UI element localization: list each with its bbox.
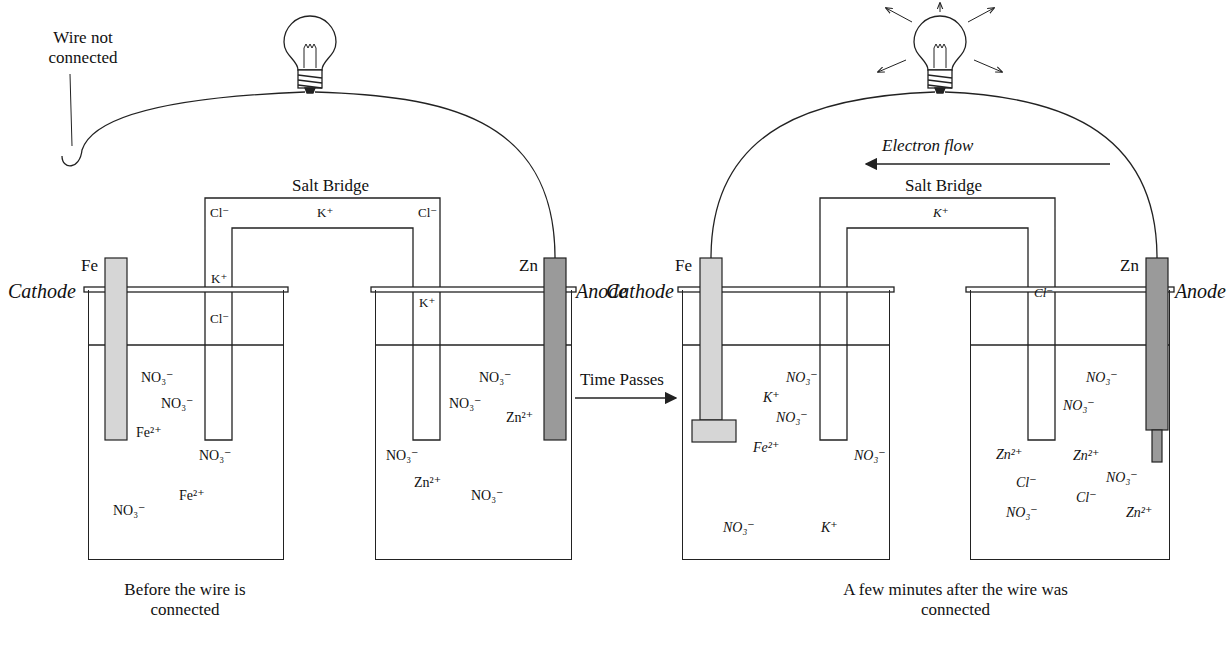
ion-label: Fe²⁺ bbox=[753, 440, 779, 455]
ion-label: K⁺ bbox=[211, 272, 227, 287]
ion-label: NO₃⁻ bbox=[161, 396, 194, 411]
ion-label: NO₃⁻ bbox=[141, 370, 174, 385]
ion-label: K⁺ bbox=[317, 206, 333, 221]
bulb-lit bbox=[914, 16, 966, 93]
figure-caption: A few minutes after the wire was connect… bbox=[838, 580, 1073, 619]
iron-electrode bbox=[105, 258, 127, 440]
ion-label: Zn²⁺ bbox=[1126, 505, 1152, 520]
ion-label: Cl⁻ bbox=[1034, 286, 1053, 301]
arrow-label: Electron flow bbox=[882, 136, 973, 156]
ion-label: K⁺ bbox=[821, 520, 838, 535]
electrode-label: Fe bbox=[675, 256, 692, 276]
leader-line bbox=[70, 74, 72, 146]
beaker: NO₃⁻ NO₃⁻ Zn²⁺ Zn²⁺ NO₃⁻ Cl⁻ Cl⁻ NO₃⁻ Zn²⁺ bbox=[970, 290, 1170, 560]
ion-label: Fe²⁺ bbox=[136, 425, 162, 440]
ion-label: K⁺ bbox=[419, 296, 435, 311]
electrode-label: Zn bbox=[1120, 256, 1139, 276]
electrode-role: Cathode bbox=[606, 280, 674, 303]
ion-label: NO₃⁻ bbox=[854, 448, 886, 463]
ion-label: NO₃⁻ bbox=[386, 448, 419, 463]
part-label: Salt Bridge bbox=[292, 176, 369, 196]
ion-label: NO₃⁻ bbox=[776, 410, 808, 425]
bulb-off bbox=[284, 16, 336, 93]
beaker: NO₃⁻ NO₃⁻ Zn²⁺ NO₃⁻ Zn²⁺ NO₃⁻ bbox=[375, 290, 572, 560]
ion-label: NO₃⁻ bbox=[471, 488, 504, 503]
ion-label: Cl⁻ bbox=[210, 312, 229, 327]
beaker-rims bbox=[678, 287, 1174, 345]
ion-label: Cl⁻ bbox=[418, 206, 437, 221]
ion-label: NO₃⁻ bbox=[113, 503, 146, 518]
ion-label: NO₃⁻ bbox=[1006, 505, 1038, 520]
ion-label: NO₃⁻ bbox=[1086, 370, 1118, 385]
salt-bridge bbox=[205, 198, 440, 440]
ion-label: NO₃⁻ bbox=[479, 370, 512, 385]
light-rays bbox=[878, 3, 1002, 72]
ion-label: K⁺ bbox=[763, 390, 780, 405]
beaker: NO₃⁻ NO₃⁻ Fe²⁺ NO₃⁻ Fe²⁺ NO₃⁻ bbox=[88, 290, 284, 560]
ion-label: Zn²⁺ bbox=[1073, 448, 1099, 463]
ion-label: K⁺ bbox=[933, 206, 949, 221]
figure-caption: Before the wire is connected bbox=[100, 580, 270, 619]
arrow-label: Time Passes bbox=[580, 370, 664, 390]
callout-note: Wire not connected bbox=[35, 28, 131, 67]
ion-label: Zn²⁺ bbox=[414, 475, 441, 490]
ion-label: Zn²⁺ bbox=[996, 447, 1022, 462]
beaker-rims bbox=[84, 287, 576, 345]
ion-label: NO₃⁻ bbox=[786, 370, 818, 385]
part-label: Salt Bridge bbox=[905, 176, 982, 196]
ion-label: Cl⁻ bbox=[1016, 475, 1037, 490]
ion-label: NO₃⁻ bbox=[199, 448, 232, 463]
ion-label: Zn²⁺ bbox=[506, 410, 533, 425]
time-arrow bbox=[575, 397, 676, 398]
iron-electrode-plated bbox=[692, 258, 736, 442]
electrode-label: Zn bbox=[519, 256, 538, 276]
ion-label: Cl⁻ bbox=[210, 206, 229, 221]
zinc-electrode bbox=[544, 258, 566, 440]
electrode-role: Cathode bbox=[8, 280, 76, 303]
ion-label: NO₃⁻ bbox=[1106, 470, 1138, 485]
dangling-wire bbox=[62, 92, 305, 166]
electron-flow-arrow bbox=[866, 163, 1110, 164]
zinc-electrode-corroded bbox=[1146, 258, 1168, 462]
electrode-label: Fe bbox=[81, 256, 98, 276]
ion-label: NO₃⁻ bbox=[1063, 398, 1095, 413]
electrode-role: Anode bbox=[1175, 280, 1226, 303]
ion-label: NO₃⁻ bbox=[723, 520, 755, 535]
salt-bridge bbox=[820, 198, 1055, 440]
ion-label: Cl⁻ bbox=[1076, 490, 1097, 505]
ion-label: Fe²⁺ bbox=[179, 488, 205, 503]
beaker: NO₃⁻ K⁺ NO₃⁻ Fe²⁺ NO₃⁻ NO₃⁻ K⁺ bbox=[682, 290, 890, 560]
ion-label: NO₃⁻ bbox=[449, 396, 482, 411]
